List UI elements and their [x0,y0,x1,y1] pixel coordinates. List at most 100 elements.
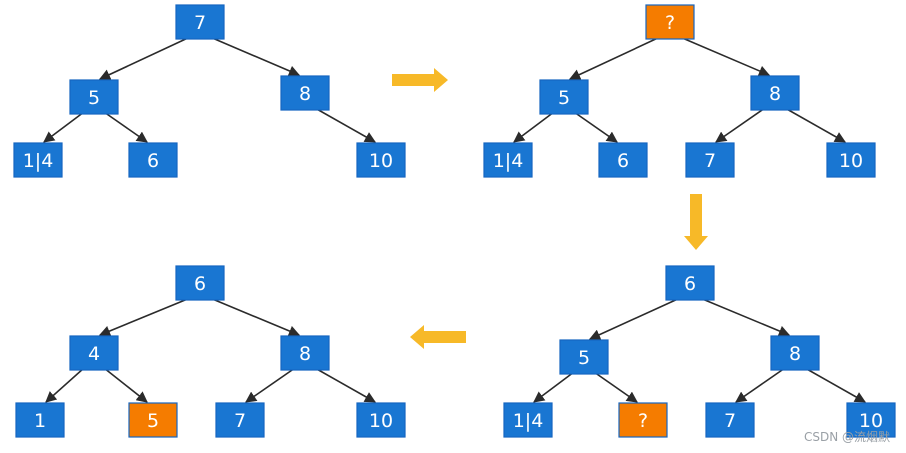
tree-3-node-d: ? [618,402,668,438]
tree-2-node-f: 7 [685,142,735,178]
node-label: 5 [88,87,100,109]
node-label: 8 [299,83,311,105]
tree-1-node-b: 8 [280,75,330,111]
node-box [665,265,715,301]
tree-1-edge-a-c [43,111,85,143]
tree-2-edge-r-a [568,36,661,80]
tree-4-edge-a-d [103,367,148,403]
tree-4-edge-b-e [314,367,376,403]
tree-3-node-e: 10 [846,402,896,438]
node-label: 8 [789,343,801,365]
node-label: 10 [369,150,393,172]
tree-2-node-c: 1|4 [483,142,533,178]
node-box [128,142,178,178]
tree-2-edge-b-e [784,107,846,143]
tree-1-node-e: 10 [356,142,406,178]
edges-layer [43,36,866,403]
tree-4-edge-b-f [245,367,296,403]
tree-3-edge-b-e [804,367,866,403]
node-box [645,4,695,40]
tree-3-node-f: 7 [705,402,755,438]
tree-3-node-a: 5 [559,339,609,375]
tree-1-node-a: 5 [69,79,119,115]
node-box [175,265,225,301]
node-box [598,142,648,178]
tree-3-node-b: 8 [770,335,820,371]
tree-3: 6 5 8 1|4? 7 10 [503,265,896,438]
tree-4-edge-r-a [98,297,191,337]
node-label: 5 [558,87,570,109]
node-label: 10 [839,150,863,172]
step-arrows-layer [392,68,708,349]
tree-2-node-d: 6 [598,142,648,178]
tree-3-edge-a-d [593,371,638,403]
node-box [750,75,800,111]
node-label: 7 [234,410,246,432]
node-box [13,142,63,178]
tree-1-edge-b-e [314,107,376,143]
tree-4-edges [45,297,376,403]
node-label: 1 [34,410,46,432]
tree-4-edge-r-b [209,297,301,337]
node-label: 6 [194,273,206,295]
tree-2-edge-a-d [573,111,618,143]
node-box [215,402,265,438]
step-arrow-down-icon [684,194,708,250]
node-label: 8 [769,83,781,105]
node-label: 1|4 [513,410,544,432]
tree-2-edge-r-b [679,36,771,77]
tree-1-edge-r-a [98,36,191,80]
tree-3-edge-b-f [735,367,786,403]
node-box [503,402,553,438]
tree-2-node-b: 8 [750,75,800,111]
tree-1: 7 5 8 1|4 6 10 [13,4,406,178]
node-label: 7 [704,150,716,172]
tree-4-edge-a-c [45,367,85,403]
node-label: 8 [299,343,311,365]
tree-1-node-d: 6 [128,142,178,178]
node-box [846,402,896,438]
tree-3-edges [533,297,866,403]
tree-4-node-r: 6 [175,265,225,301]
tree-2: ? 5 8 1|4 6 7 10 [483,4,876,178]
tree-3-edge-r-a [588,297,681,340]
node-label: ? [665,12,675,34]
tree-2-edge-b-f [715,107,766,143]
tree-1-node-r: 7 [175,4,225,40]
node-box [15,402,65,438]
node-label: 7 [194,12,206,34]
watermark: CSDN @流烟默 [803,430,890,444]
node-box [69,335,119,371]
step-arrow-left-icon [410,325,466,349]
tree-4-node-f: 7 [215,402,265,438]
tree-2-edge-a-c [513,111,555,143]
tree-3-node-c: 1|4 [503,402,553,438]
node-box [483,142,533,178]
tree-1-edge-r-b [209,36,301,77]
tree-1-node-c: 1|4 [13,142,63,178]
tree-3-node-r: 6 [665,265,715,301]
node-box [770,335,820,371]
tree-4-node-a: 4 [69,335,119,371]
node-box [280,75,330,111]
node-box [128,402,178,438]
node-label: 5 [147,410,159,432]
tree-2-node-a: 5 [539,79,589,115]
node-box [175,4,225,40]
node-label: 6 [147,150,159,172]
node-box [685,142,735,178]
tree-2-edges [513,36,846,143]
node-label: ? [638,410,648,432]
tree-4-node-c: 1 [15,402,65,438]
node-box [705,402,755,438]
node-box [618,402,668,438]
node-box [280,335,330,371]
tree-3-edge-a-c [533,371,575,403]
tree-4-node-d: 5 [128,402,178,438]
node-box [356,142,406,178]
tree-1-edges [43,36,376,143]
node-label: 4 [88,343,100,365]
